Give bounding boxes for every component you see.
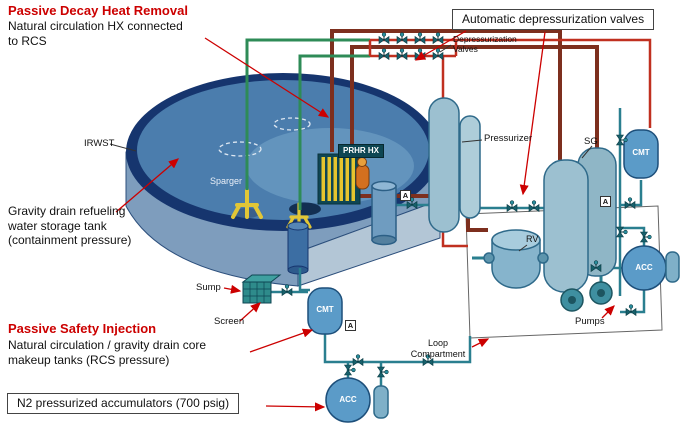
pointer-irwst (109, 143, 137, 152)
tank-standpipe (287, 221, 309, 275)
pointer-depress-valves (439, 44, 452, 53)
pdhr-title: Passive Decay Heat Removal (8, 3, 188, 18)
ads-vessel (459, 115, 481, 219)
prhr-hx-label: PRHR HX (338, 144, 385, 158)
ads-header-1 (370, 38, 652, 128)
acc-right-label: ACC (635, 263, 653, 272)
sparger-label: Sparger (210, 176, 243, 186)
small-tank-bottom (373, 385, 389, 419)
arrow-psi-to-cmt (249, 328, 314, 353)
annotation-arrows (115, 30, 615, 412)
acc-bottom-vessel (325, 377, 371, 423)
sg-vessel-front (543, 159, 589, 293)
arrow-screen (239, 302, 261, 322)
prhr-hx-unit (317, 153, 370, 205)
arrow-loop-compartment (471, 338, 490, 348)
acc-bottom-label: ACC (339, 395, 357, 404)
arrow-adv-to-rv-valves (519, 31, 546, 196)
sparger-right (286, 202, 312, 229)
reactor-vessel (483, 229, 549, 289)
adv-callout-box: Automatic depressurization valves (452, 9, 655, 30)
cmt-left-vessel (307, 287, 343, 335)
loop-compartment-label: Loop Compartment (410, 338, 466, 359)
label-pointers (109, 44, 593, 252)
prhr-supply-pipe (330, 29, 562, 160)
pointer-rv (518, 244, 528, 252)
sparger-ring-left (218, 141, 262, 157)
psi-title: Passive Safety Injection (8, 321, 157, 336)
tank-opening (289, 202, 321, 216)
a-marker-1: A (400, 190, 411, 201)
irwst-label: IRWST (84, 138, 115, 149)
pressurizer-label: Pressurizer (484, 133, 533, 144)
arrow-pdhr-to-hx (204, 37, 330, 118)
pointer-sg (581, 145, 593, 159)
sparger-line-1 (245, 38, 370, 190)
pointer-pressurizer (461, 139, 483, 143)
sump-screen-box (241, 274, 282, 304)
sump-label: Sump (196, 282, 221, 293)
gravity-drain-description: Gravity drain refueling water storage ta… (8, 204, 132, 248)
surge-line (441, 232, 468, 248)
sparger-left (231, 188, 263, 219)
small-tank-right (665, 251, 680, 283)
pdhr-description: Natural circulation HX connected to RCS (8, 19, 183, 48)
sparger-ring-right (273, 117, 311, 131)
a-marker-2: A (600, 196, 611, 207)
prhr-upper-pipe (350, 45, 599, 152)
pumps-label: Pumps (575, 316, 605, 327)
cmt-left-label: CMT (316, 305, 334, 314)
rv-label: RV (526, 234, 539, 244)
a-marker-3: A (345, 320, 356, 331)
arrow-gravity-to-tank (115, 158, 179, 213)
refueling-standpipe (371, 185, 397, 241)
arrow-pumps (601, 305, 615, 319)
n2-accumulators-callout: N2 pressurized accumulators (700 psig) (7, 393, 240, 414)
depressurization-valves-label: Depressurization Valves (453, 34, 517, 55)
cmt-right-label: CMT (632, 148, 650, 157)
psi-description: Natural circulation / gravity drain core… (8, 338, 207, 367)
sg-label: SG (584, 136, 598, 147)
cmt-right-vessel (623, 129, 659, 179)
sparger-line-2 (298, 54, 370, 210)
arrow-n2-to-acc (265, 402, 326, 412)
screen-label: Screen (214, 316, 245, 327)
arrow-sump (223, 284, 242, 294)
irwst-tank (125, 73, 441, 287)
pressurizer-vessel (428, 97, 460, 233)
arrow-adv-to-cluster (414, 30, 467, 61)
